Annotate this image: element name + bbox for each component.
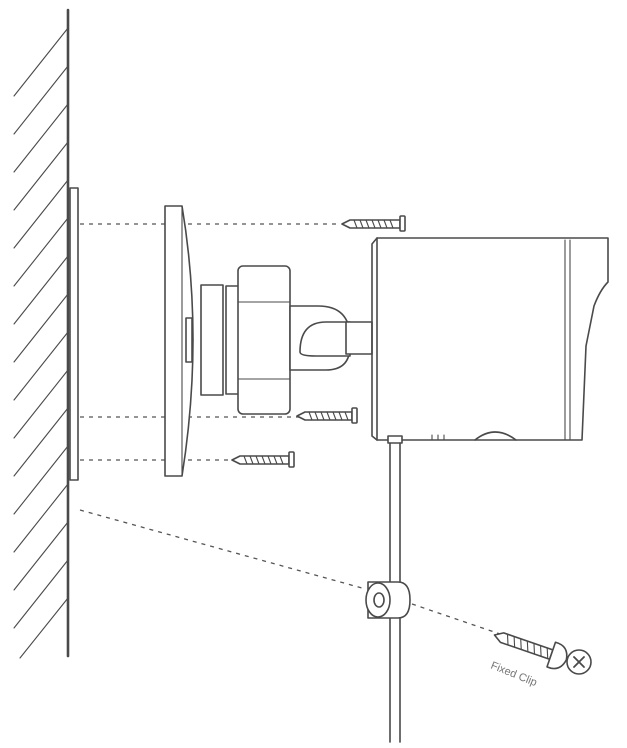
bracket-base bbox=[164, 205, 194, 477]
wall-mounting-plate bbox=[69, 187, 79, 481]
wall bbox=[13, 8, 70, 659]
cable-gland bbox=[387, 435, 403, 444]
camera-bottom-dome bbox=[474, 431, 517, 441]
screw-middle bbox=[296, 407, 358, 424]
bracket-swivel bbox=[200, 265, 373, 415]
camera-body bbox=[371, 237, 609, 444]
fixed-clip-label: Fixed Clip bbox=[489, 660, 539, 689]
fixed-clip bbox=[365, 581, 411, 619]
wall-hatching bbox=[13, 27, 69, 659]
screw-head-cross-icon bbox=[566, 649, 592, 675]
screw-bottom bbox=[231, 451, 295, 468]
screw-top bbox=[341, 215, 406, 232]
fixed-clip-screw bbox=[493, 632, 568, 670]
